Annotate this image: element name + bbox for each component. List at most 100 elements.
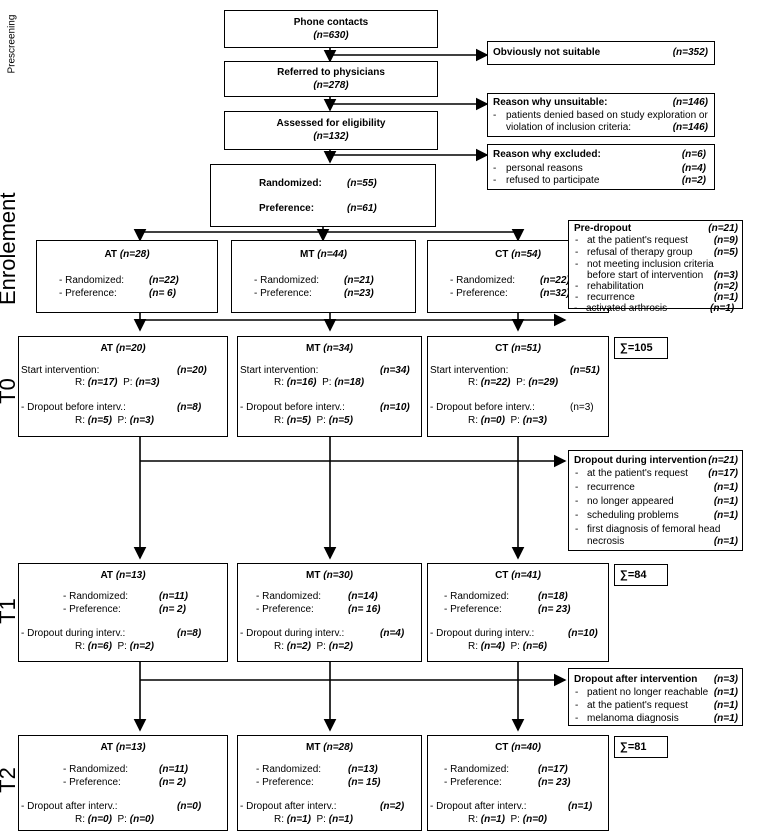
drop-label: - Dropout during interv.: xyxy=(21,628,126,639)
group-name: AT xyxy=(104,249,118,260)
pref-n: (n= 16) xyxy=(348,604,381,615)
unsuitable-item-line2: violation of inclusion criteria: xyxy=(506,122,632,133)
drop-label: - Dropout during interv.: xyxy=(430,628,535,639)
after-item-n: (n=1) xyxy=(713,713,738,724)
r-n: (n=17) xyxy=(87,377,118,388)
start-label: Start intervention: xyxy=(240,365,319,376)
box-name: AT xyxy=(100,343,114,354)
during-n: (n=21) xyxy=(708,455,738,466)
predropout-item-n: (n=3) xyxy=(713,270,738,281)
group-pref-n: (n=23) xyxy=(344,288,374,299)
p-n: (n=3) xyxy=(135,377,160,388)
excluded-title: Reason why excluded: xyxy=(493,149,601,160)
group-pref-label: - Preference: xyxy=(254,288,312,299)
predropout-n: (n=21) xyxy=(708,223,738,234)
referred-title: Referred to physicians xyxy=(277,67,385,78)
p-label: P: xyxy=(123,377,133,388)
predropout-item-label: activated arthrosis xyxy=(586,303,668,314)
pref-label: - Preference: xyxy=(256,604,314,615)
allocation-randomized-n: (n=55) xyxy=(347,178,377,189)
drop-n: (n=8) xyxy=(177,628,202,639)
box-name: CT xyxy=(495,343,509,354)
rand-label: - Randomized: xyxy=(256,591,322,602)
predropout-item-n: (n=1) xyxy=(713,292,738,303)
box-n: (n=28) xyxy=(323,742,353,753)
drop-label: - Dropout before interv.: xyxy=(430,402,535,413)
pref-n: (n= 2) xyxy=(159,604,186,615)
drop-label: - Dropout before interv.: xyxy=(240,402,345,413)
excluded-item-n: (n=4) xyxy=(681,163,706,174)
after-item-label: at the patient's request xyxy=(587,700,688,711)
p-label: P: xyxy=(117,814,127,825)
during-item-n: (n=1) xyxy=(713,510,738,521)
t0-box-mt: MT (n=34) Start intervention: (n=34) R: … xyxy=(237,336,422,437)
during-item-label: scheduling problems xyxy=(587,510,679,521)
p-n: (n=1) xyxy=(328,814,353,825)
excluded-item-label: personal reasons xyxy=(506,163,583,174)
phone-n: (n=630) xyxy=(313,30,349,41)
predropout-item-label: refusal of therapy group xyxy=(587,247,693,258)
drop-n: (n=2) xyxy=(380,801,405,812)
group-rand-label: - Randomized: xyxy=(59,275,125,286)
p-label: P: xyxy=(117,641,127,652)
assessed-n: (n=132) xyxy=(313,131,349,142)
predropout-title: Pre-dropout xyxy=(574,223,632,234)
predropout-item-n: (n=2) xyxy=(713,281,738,292)
p-n: (n=29) xyxy=(528,377,559,388)
box-name: CT xyxy=(495,742,509,753)
drop-n: (n=8) xyxy=(177,402,202,413)
start-n: (n=51) xyxy=(570,365,600,376)
box-n: (n=20) xyxy=(115,343,146,354)
p-label: P: xyxy=(516,377,526,388)
assessed-title: Assessed for eligibility xyxy=(276,118,386,129)
t0-sum-box: ∑=105 xyxy=(614,337,668,359)
pref-label: - Preference: xyxy=(256,777,314,788)
p-label: P: xyxy=(510,415,520,426)
p-n: (n=0) xyxy=(129,814,154,825)
pref-n: (n= 23) xyxy=(538,604,571,615)
drop-label: - Dropout before interv.: xyxy=(21,402,126,413)
t2-sum: ∑=81 xyxy=(620,741,647,753)
during-item-label2: necrosis xyxy=(587,536,625,547)
after-item-label: patient no longer reachable xyxy=(587,687,709,698)
group-pref-label: - Preference: xyxy=(59,288,117,299)
pref-label: - Preference: xyxy=(63,777,121,788)
box-n: (n=13) xyxy=(115,570,146,581)
r-n: (n=4) xyxy=(480,641,505,652)
box-name: MT xyxy=(306,343,321,354)
during-box: Dropout during intervention (n=21) -at t… xyxy=(568,450,743,551)
t2-box-ct: CT (n=40) - Randomized: (n=17) - Prefere… xyxy=(427,735,609,831)
group-n: (n=44) xyxy=(317,249,347,260)
drop-n: (n=10) xyxy=(568,628,598,639)
rand-label: - Randomized: xyxy=(444,764,510,775)
group-rand-n: (n=22) xyxy=(540,275,570,286)
drop-n: (n=3) xyxy=(570,402,594,413)
during-item-n: (n=17) xyxy=(708,468,738,479)
unsuitable-item-n: (n=146) xyxy=(672,122,708,133)
pref-label: - Preference: xyxy=(444,777,502,788)
p-n: (n=6) xyxy=(522,641,547,652)
rand-label: - Randomized: xyxy=(63,591,129,602)
box-n: (n=13) xyxy=(115,742,146,753)
r-label: R: xyxy=(274,814,284,825)
phone-contacts-box: Phone contacts (n=630) xyxy=(224,10,438,48)
r-n: (n=16) xyxy=(286,377,317,388)
drop-label: - Dropout during interv.: xyxy=(240,628,345,639)
start-label: Start intervention: xyxy=(430,365,509,376)
unsuitable-item-line1: patients denied based on study explorati… xyxy=(506,110,708,121)
p-n: (n=0) xyxy=(522,814,547,825)
box-n: (n=40) xyxy=(511,742,541,753)
box-n: (n=51) xyxy=(511,343,541,354)
t0-box-ct: CT (n=51) Start intervention: (n=51) R: … xyxy=(427,336,609,437)
pref-label: - Preference: xyxy=(444,604,502,615)
r-n: (n=22) xyxy=(480,377,511,388)
t0-sum: ∑=105 xyxy=(620,342,653,354)
t1-box-at: AT (n=13) - Randomized: (n=11) - Prefere… xyxy=(18,563,228,662)
unsuitable-title: Reason why unsuitable: xyxy=(493,97,608,108)
group-name: CT xyxy=(495,249,509,260)
predropout-item-row-last: - xyxy=(574,303,578,314)
during-item-n: (n=1) xyxy=(713,496,738,507)
predropout-item-n: (n=1) xyxy=(710,303,735,314)
p-n: (n=3) xyxy=(522,415,547,426)
